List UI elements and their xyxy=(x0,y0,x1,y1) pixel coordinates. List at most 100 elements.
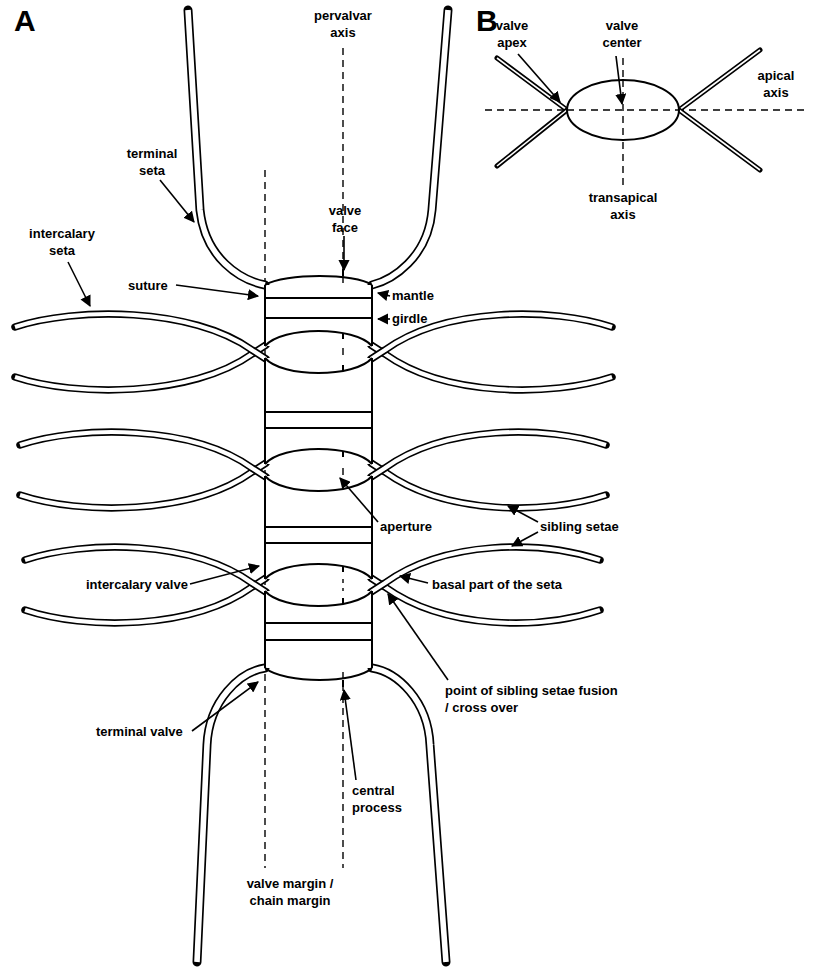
panel-letter: A xyxy=(14,6,54,36)
part-label: girdle xyxy=(392,311,462,328)
leader-arrow xyxy=(190,566,259,584)
intercalary-seta-lumen xyxy=(15,345,266,390)
leader-arrow xyxy=(344,690,356,780)
part-label: terminal valve xyxy=(96,724,206,741)
seta-section xyxy=(497,110,567,166)
cell-wall xyxy=(371,358,373,464)
valve-face xyxy=(265,564,372,579)
intercalary-seta-lumen xyxy=(371,432,606,477)
cell-wall xyxy=(371,285,373,346)
valve-face xyxy=(265,358,372,373)
cell-wall xyxy=(264,591,266,668)
part-label: apical axis xyxy=(748,68,804,102)
leader-arrow xyxy=(518,54,560,102)
leader-arrow xyxy=(400,576,428,583)
intercalary-seta-lumen xyxy=(371,463,606,508)
part-label: intercalary valve xyxy=(86,577,211,594)
intercalary-seta xyxy=(20,463,266,508)
seta-section xyxy=(497,58,567,110)
central-process xyxy=(342,333,344,339)
part-label: pervalvar axis xyxy=(303,8,383,42)
intercalary-seta xyxy=(20,432,266,477)
girdle-band xyxy=(265,622,372,624)
leader-arrow xyxy=(343,236,345,270)
valve-face xyxy=(265,668,372,680)
leader-arrow xyxy=(160,180,194,222)
cell-body xyxy=(266,476,371,579)
part-label: basal part of the seta xyxy=(432,577,602,594)
valve-outline xyxy=(567,80,679,140)
intercalary-seta-lumen xyxy=(20,432,266,477)
girdle-band xyxy=(265,526,372,528)
intercalary-seta-lumen xyxy=(371,345,612,390)
part-label: valve center xyxy=(594,18,650,52)
seta-section xyxy=(679,110,760,170)
intercalary-seta-lumen xyxy=(25,578,266,623)
part-label: intercalary seta xyxy=(20,226,104,260)
intercalary-seta xyxy=(371,345,612,390)
seta-section-lumen xyxy=(497,110,567,166)
intercalary-seta xyxy=(15,345,266,390)
central-process xyxy=(342,598,344,604)
central-process xyxy=(342,680,344,687)
valve-face xyxy=(265,276,372,285)
valve-face xyxy=(265,591,372,606)
terminal-seta-lumen xyxy=(372,10,448,285)
terminal-seta xyxy=(197,668,265,962)
central-process xyxy=(342,365,344,371)
girdle-band xyxy=(265,297,372,299)
leader-arrow xyxy=(508,506,538,522)
girdle-band xyxy=(265,411,372,413)
intercalary-seta xyxy=(25,578,266,623)
terminal-seta-lumen xyxy=(188,10,265,285)
seta-section-lumen xyxy=(679,110,760,170)
margin-line xyxy=(264,170,265,868)
leader-arrow xyxy=(616,56,622,104)
leader-arrow xyxy=(388,594,448,680)
transapical-axis-line xyxy=(622,58,623,186)
intercalary-seta-lumen xyxy=(20,463,266,508)
terminal-seta xyxy=(372,668,446,962)
cell-wall xyxy=(264,285,266,346)
intercalary-seta-lumen xyxy=(15,314,266,359)
girdle-band xyxy=(265,427,372,429)
part-label: valve margin / chain margin xyxy=(235,876,345,910)
part-label: valve apex xyxy=(486,18,538,52)
valve-face xyxy=(265,331,372,346)
leader-arrow xyxy=(68,262,90,306)
part-label: sibling setae xyxy=(540,519,650,536)
cell-wall xyxy=(264,358,266,464)
part-label: point of sibling setae fusion / cross ov… xyxy=(445,683,621,717)
part-label: mantle xyxy=(392,288,462,305)
part-label: terminal seta xyxy=(118,146,186,180)
cell-body xyxy=(266,285,371,346)
terminal-seta xyxy=(372,10,448,285)
cell-body xyxy=(266,358,371,464)
drawing xyxy=(15,10,805,962)
seta-section-lumen xyxy=(679,50,760,110)
part-label: aperture xyxy=(380,519,460,536)
intercalary-seta xyxy=(371,463,606,508)
leader-arrow xyxy=(378,293,390,296)
part-label: transapical axis xyxy=(580,190,666,224)
part-label: suture xyxy=(128,278,188,295)
girdle-band xyxy=(265,639,372,641)
valve-face xyxy=(265,449,372,464)
leader-arrow xyxy=(378,318,390,320)
terminal-seta-lumen xyxy=(197,668,265,962)
girdle-band xyxy=(265,542,372,544)
leader-arrow xyxy=(192,682,258,731)
cell-wall xyxy=(371,591,373,668)
transapical-axis-line xyxy=(622,80,623,140)
part-label: central process xyxy=(352,783,414,817)
central-process xyxy=(342,566,344,572)
girdle-band xyxy=(265,317,372,319)
seta-section xyxy=(679,50,760,110)
part-label: valve face xyxy=(318,203,372,237)
central-process xyxy=(342,269,344,276)
cell-body xyxy=(266,591,371,668)
leader-arrow xyxy=(176,285,258,296)
seta-section-lumen xyxy=(497,58,567,110)
